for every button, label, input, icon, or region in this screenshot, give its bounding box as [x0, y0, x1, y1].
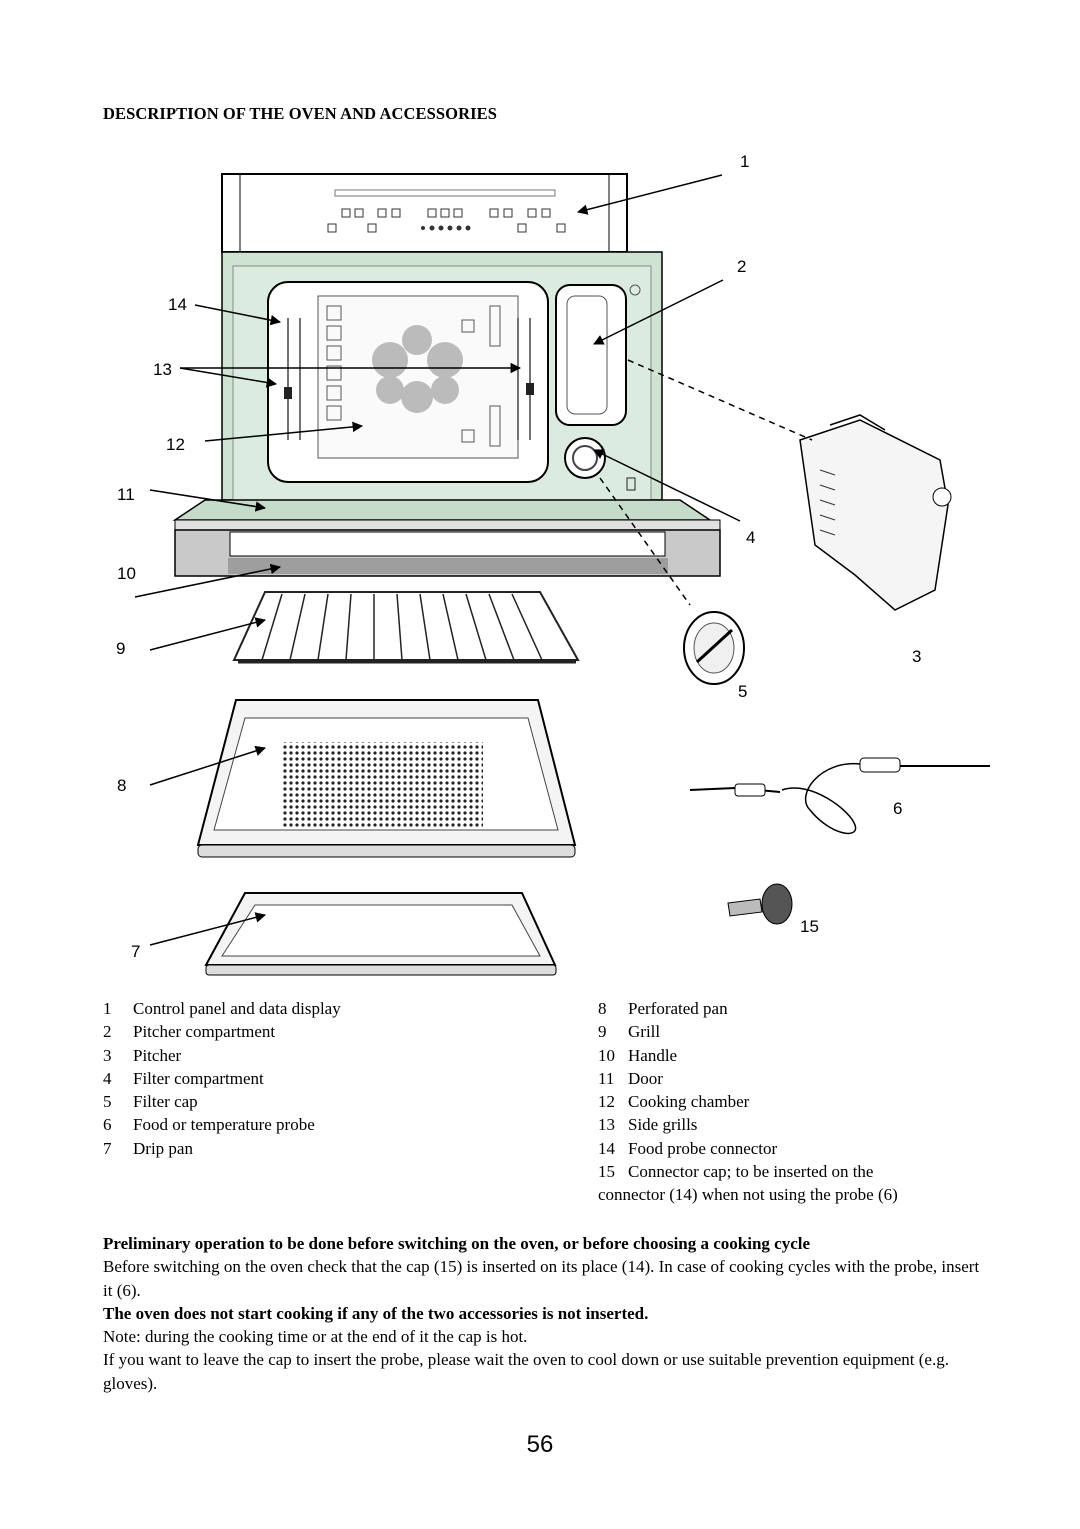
- legend-label: Perforated pan: [628, 999, 728, 1018]
- legend-number: 15: [598, 1162, 615, 1182]
- notes-heading: Preliminary operation to be done before …: [103, 1234, 811, 1253]
- legend-item: 7 Drip pan: [103, 1137, 341, 1160]
- notes-paragraph: Note: during the cooking time or at the …: [103, 1327, 528, 1347]
- legend-number: 10: [598, 1045, 615, 1065]
- callout-9: 9: [116, 639, 125, 658]
- legend-number: 6: [103, 1115, 112, 1135]
- legend-number: 8: [598, 999, 607, 1018]
- oven-diagram: 1 2 3 4 5 6 7 8 9 10 11 12 13 14 15: [116, 152, 990, 976]
- legend-item: 6 Food or temperature probe: [103, 1113, 341, 1136]
- legend-item: 11 Door: [598, 1067, 978, 1090]
- callout-4: 4: [746, 528, 755, 547]
- callout-5: 5: [738, 682, 747, 701]
- callout-11: 11: [117, 485, 135, 504]
- guide-lines: [599, 359, 813, 606]
- legend-label: Pitcher: [133, 1045, 182, 1065]
- drip-pan: [204, 892, 557, 976]
- legend-label: Door: [628, 1068, 663, 1088]
- notes-section: Preliminary operation to be done before …: [103, 1232, 983, 1395]
- callout-1: 1: [740, 152, 749, 171]
- legend-label: Filter compartment: [133, 1068, 264, 1088]
- legend-number: 4: [103, 1068, 112, 1088]
- legend-number: 12: [598, 1092, 615, 1112]
- legend-item: 5 Filter cap: [103, 1090, 341, 1113]
- callout-13: 13: [153, 360, 172, 379]
- callout-7: 7: [131, 942, 140, 961]
- legend-item: 15 Connector cap; to be inserted on the: [598, 1160, 978, 1183]
- legend-number: 13: [598, 1115, 615, 1135]
- legend-label: Filter cap: [133, 1092, 198, 1112]
- legend-item: 14 Food probe connector: [598, 1137, 978, 1160]
- legend-label: Grill: [628, 1022, 661, 1042]
- temperature-probe: [689, 757, 990, 835]
- legend-number: 14: [598, 1138, 615, 1158]
- legend-label: Pitcher compartment: [133, 1022, 276, 1042]
- legend-number: 7: [103, 1138, 112, 1158]
- callout-12: 12: [166, 435, 185, 454]
- legend-label: Handle: [628, 1045, 678, 1065]
- page-title: DESCRIPTION OF THE OVEN AND ACCESSORIES: [103, 104, 498, 123]
- legend-label: Cooking chamber: [628, 1092, 750, 1112]
- connector-cap: [727, 883, 793, 925]
- callout-3: 3: [912, 647, 921, 666]
- legend-right: 8 Perforated pan 9 Grill 10 Handle 11 Door 1…: [598, 997, 978, 1207]
- filter-cap: [683, 611, 745, 685]
- legend-item: 13 Side grills: [598, 1113, 978, 1136]
- legend-label: Food or temperature probe: [133, 1115, 315, 1135]
- legend-item: 1 Control panel and data display: [103, 997, 341, 1020]
- legend-label: Drip pan: [133, 1138, 193, 1158]
- legend-item: 3 Pitcher: [103, 1044, 341, 1067]
- legend-label: Control panel and data display: [133, 999, 341, 1018]
- legend-number: 3: [103, 1045, 112, 1065]
- legend-item: 2 Pitcher compartment: [103, 1020, 341, 1043]
- callout-numbers: 1 2 3 4 5 6 7 8 9 10 11 12 13 14 15: [116, 152, 921, 961]
- legend-number: 1: [103, 999, 112, 1018]
- legend-item: 9 Grill: [598, 1020, 978, 1043]
- legend-item: 12 Cooking chamber: [598, 1090, 978, 1113]
- grill: [232, 591, 580, 664]
- legend-number: 11: [598, 1068, 615, 1088]
- notes-paragraph: Before switching on the oven check that …: [103, 1257, 980, 1300]
- page-number: 56: [526, 1431, 554, 1458]
- notes-warning: The oven does not start cooking if any o…: [103, 1303, 649, 1323]
- legend-label: Side grills: [628, 1115, 698, 1135]
- callout-15: 15: [800, 917, 819, 936]
- legend-label: Connector cap; to be inserted on the: [628, 1162, 874, 1182]
- legend-number: 2: [103, 1022, 112, 1042]
- legend-number: 9: [598, 1022, 607, 1042]
- oven-frame: [221, 251, 663, 501]
- legend-continuation: connector (14) when not using the probe …: [598, 1185, 898, 1205]
- legend-item: 10 Handle: [598, 1044, 978, 1067]
- legend-number: 5: [103, 1092, 112, 1112]
- notes-paragraph: If you want to leave the cap to insert t…: [103, 1350, 949, 1393]
- perforated-pan: [196, 699, 577, 858]
- callout-6: 6: [893, 799, 902, 818]
- callout-14: 14: [168, 295, 187, 314]
- callout-8: 8: [117, 776, 126, 795]
- pitcher: [799, 414, 952, 611]
- door: [172, 499, 721, 577]
- callout-2: 2: [737, 257, 746, 276]
- callout-10: 10: [117, 564, 136, 583]
- legend-item: 8 Perforated pan: [598, 997, 978, 1020]
- callout-lines: [134, 174, 741, 946]
- legend-item: 4 Filter compartment: [103, 1067, 341, 1090]
- legend-label: Food probe connector: [628, 1138, 778, 1158]
